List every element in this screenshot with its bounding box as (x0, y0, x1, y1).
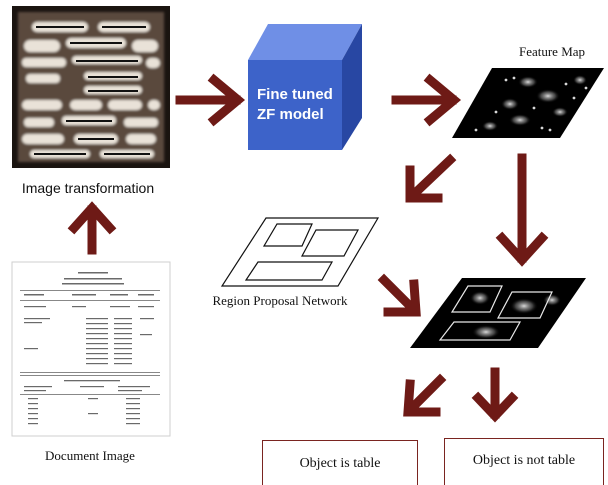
model-label-line2: ZF model (257, 106, 324, 123)
arrow-to-model (175, 73, 246, 127)
result-not-table-label: Object is not table (472, 453, 576, 468)
transformed-image (12, 6, 170, 168)
result-table-label: Object is table (299, 456, 381, 471)
feature-map-label: Feature Map (519, 44, 585, 59)
arrow-to-transformation (67, 201, 117, 255)
feature-map (452, 68, 604, 138)
model-label-line1: Fine tuned (257, 86, 333, 103)
arrow-to-region-output (377, 273, 421, 317)
region-proposal-label: Region Proposal Network (212, 293, 348, 308)
document-image-label: Document Image (45, 448, 135, 463)
document-image (11, 261, 171, 437)
arrow-to-feature-map (391, 73, 462, 127)
arrow-feature-down (495, 153, 549, 267)
arrow-to-not-table-result (471, 367, 519, 423)
result-box-not-table: Object is not table (444, 438, 604, 485)
zf-model-cube (248, 24, 362, 150)
arrow-to-region-proposal (405, 153, 457, 203)
result-box-table: Object is table (262, 440, 418, 485)
image-transformation-label: Image transformation (22, 180, 154, 196)
arrow-to-table-result (403, 373, 447, 417)
region-output-map (410, 278, 586, 348)
region-proposal-network (220, 217, 380, 287)
